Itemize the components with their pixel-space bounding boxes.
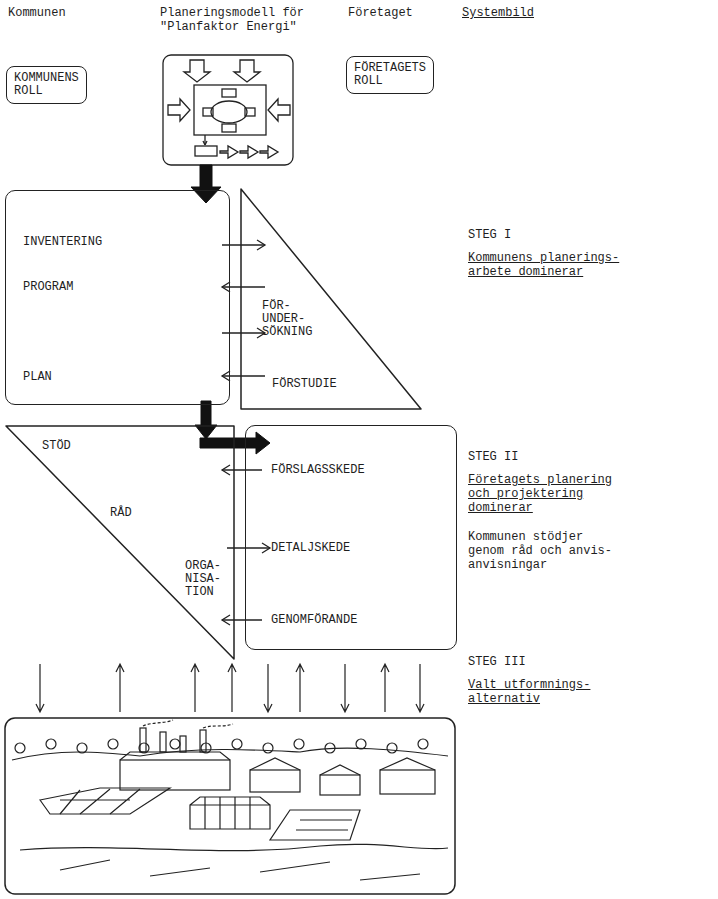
triangle-outline — [5, 425, 235, 660]
exchange-arrow — [222, 375, 265, 376]
step-note: Kommunens planerings- arbete dominerar — [468, 251, 628, 279]
support-triangle: STÖD RÅD ORGA- NISA- TION — [5, 425, 235, 660]
step-title: STEG II — [468, 450, 518, 464]
project-box: FÖRSLAGSSKEDE DETALJSKEDE GENOMFÖRANDE — [245, 425, 457, 650]
step-note: Kommunen stödjer genom råd och anvis- an… — [468, 530, 620, 572]
main-flow-arrow — [200, 432, 270, 454]
step-note: Företagets planering och projektering do… — [468, 473, 620, 515]
main-flow-arrow — [195, 401, 217, 439]
node-text: INVENTERING — [23, 236, 102, 249]
landscape-picture — [0, 0, 455, 894]
planning-box: INVENTERING PROGRAM PLAN — [5, 190, 230, 405]
node-text: FÖR- UNDER- SÖKNING — [262, 300, 312, 339]
exchange-arrow — [222, 286, 265, 287]
node-text: DETALJSKEDE — [271, 542, 350, 555]
exchange-arrow — [222, 469, 262, 470]
node-text: FÖRETAGETS ROLL — [354, 62, 426, 88]
step-note: Valt utformnings- alternativ — [468, 678, 603, 706]
node-text: FÖRSLAGSSKEDE — [271, 464, 365, 477]
exchange-arrow — [222, 244, 265, 245]
node-text: GENOMFÖRANDE — [271, 614, 357, 627]
node-text: RÅD — [110, 507, 132, 520]
role-box: FÖRETAGETS ROLL — [346, 56, 434, 94]
column-header: Kommunen — [8, 6, 66, 20]
node-text: ORGA- NISA- TION — [185, 560, 221, 599]
step-title: STEG I — [468, 228, 511, 242]
study-triangle: FÖR- UNDER- SÖKNING FÖRSTUDIE — [240, 188, 422, 410]
node-text: PROGRAM — [23, 281, 73, 294]
model-arrow — [191, 165, 221, 203]
node-text: FÖRSTUDIE — [272, 378, 337, 391]
model-icon — [163, 55, 293, 165]
column-header: Företaget — [348, 6, 413, 20]
exchange-arrow — [222, 619, 262, 620]
role-box: KOMMUNENS ROLL — [6, 66, 87, 104]
column-header: Systembild — [462, 6, 534, 20]
node-text: KOMMUNENS ROLL — [14, 72, 79, 98]
step-title: STEG III — [468, 655, 526, 669]
column-header: Planeringsmodell för "Planfaktor Energi" — [160, 6, 312, 34]
exchange-arrow — [222, 332, 265, 333]
node-text: STÖD — [42, 440, 71, 453]
picture-arrows — [36, 664, 424, 712]
triangle-outline — [240, 188, 422, 410]
node-text: PLAN — [23, 371, 52, 384]
